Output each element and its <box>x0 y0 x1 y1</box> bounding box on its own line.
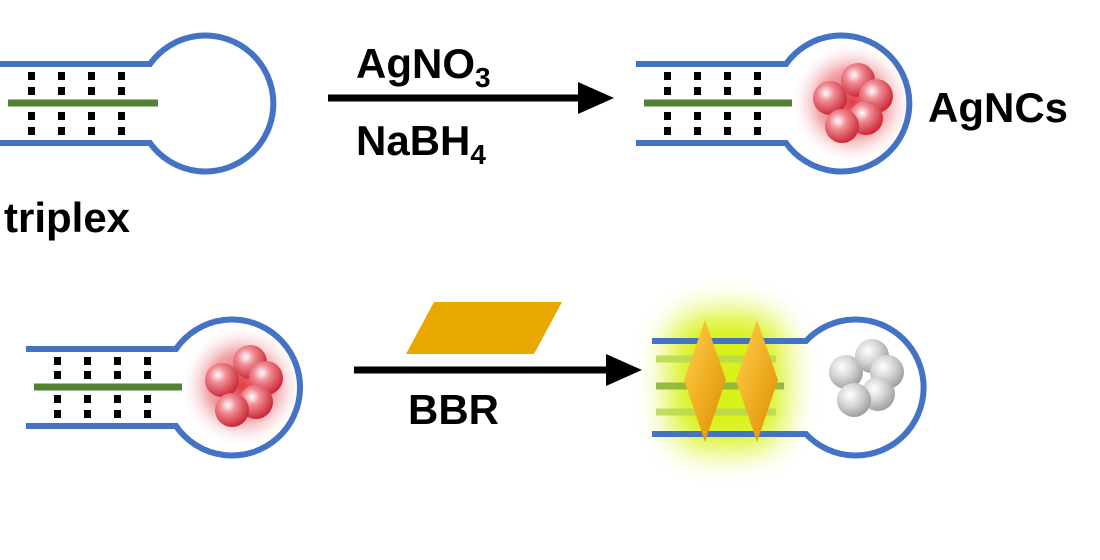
bbr-arrow <box>354 354 642 386</box>
silver-nanocluster-icon <box>813 63 893 143</box>
reagent-nabh4: NaBH4 <box>356 117 486 170</box>
triplex-bbr-structure <box>652 312 927 459</box>
hydrogen-bonds <box>54 357 151 418</box>
silver-nanocluster-icon <box>205 345 283 427</box>
berberine-molecule-icon <box>684 320 726 442</box>
released-silver-atoms-icon <box>829 339 904 417</box>
dna-hairpin-strand <box>636 32 913 175</box>
hydrogen-bonds <box>28 72 125 135</box>
dna-hairpin-strand <box>652 316 927 459</box>
reagent-agno3: AgNO3 <box>356 40 491 93</box>
triplex-label: triplex <box>4 194 131 241</box>
triplex-structure <box>0 32 277 175</box>
berberine-molecule-icon <box>406 302 562 354</box>
arrow-head-icon <box>578 82 614 114</box>
bbr-label: BBR <box>408 386 499 433</box>
triplex-agncs-structure-left <box>26 316 304 459</box>
synthesis-arrow <box>328 82 614 114</box>
cluster-glow <box>180 324 304 448</box>
berberine-molecule-icon <box>736 320 778 442</box>
cluster-glow <box>790 41 914 165</box>
agncs-label: AgNCs <box>928 84 1068 131</box>
dna-hairpin-strand <box>0 32 277 175</box>
triplex-agncs-structure <box>636 32 914 175</box>
hydrogen-bonds <box>664 72 761 135</box>
dna-hairpin-strand <box>26 316 303 459</box>
arrow-head-icon <box>606 354 642 386</box>
